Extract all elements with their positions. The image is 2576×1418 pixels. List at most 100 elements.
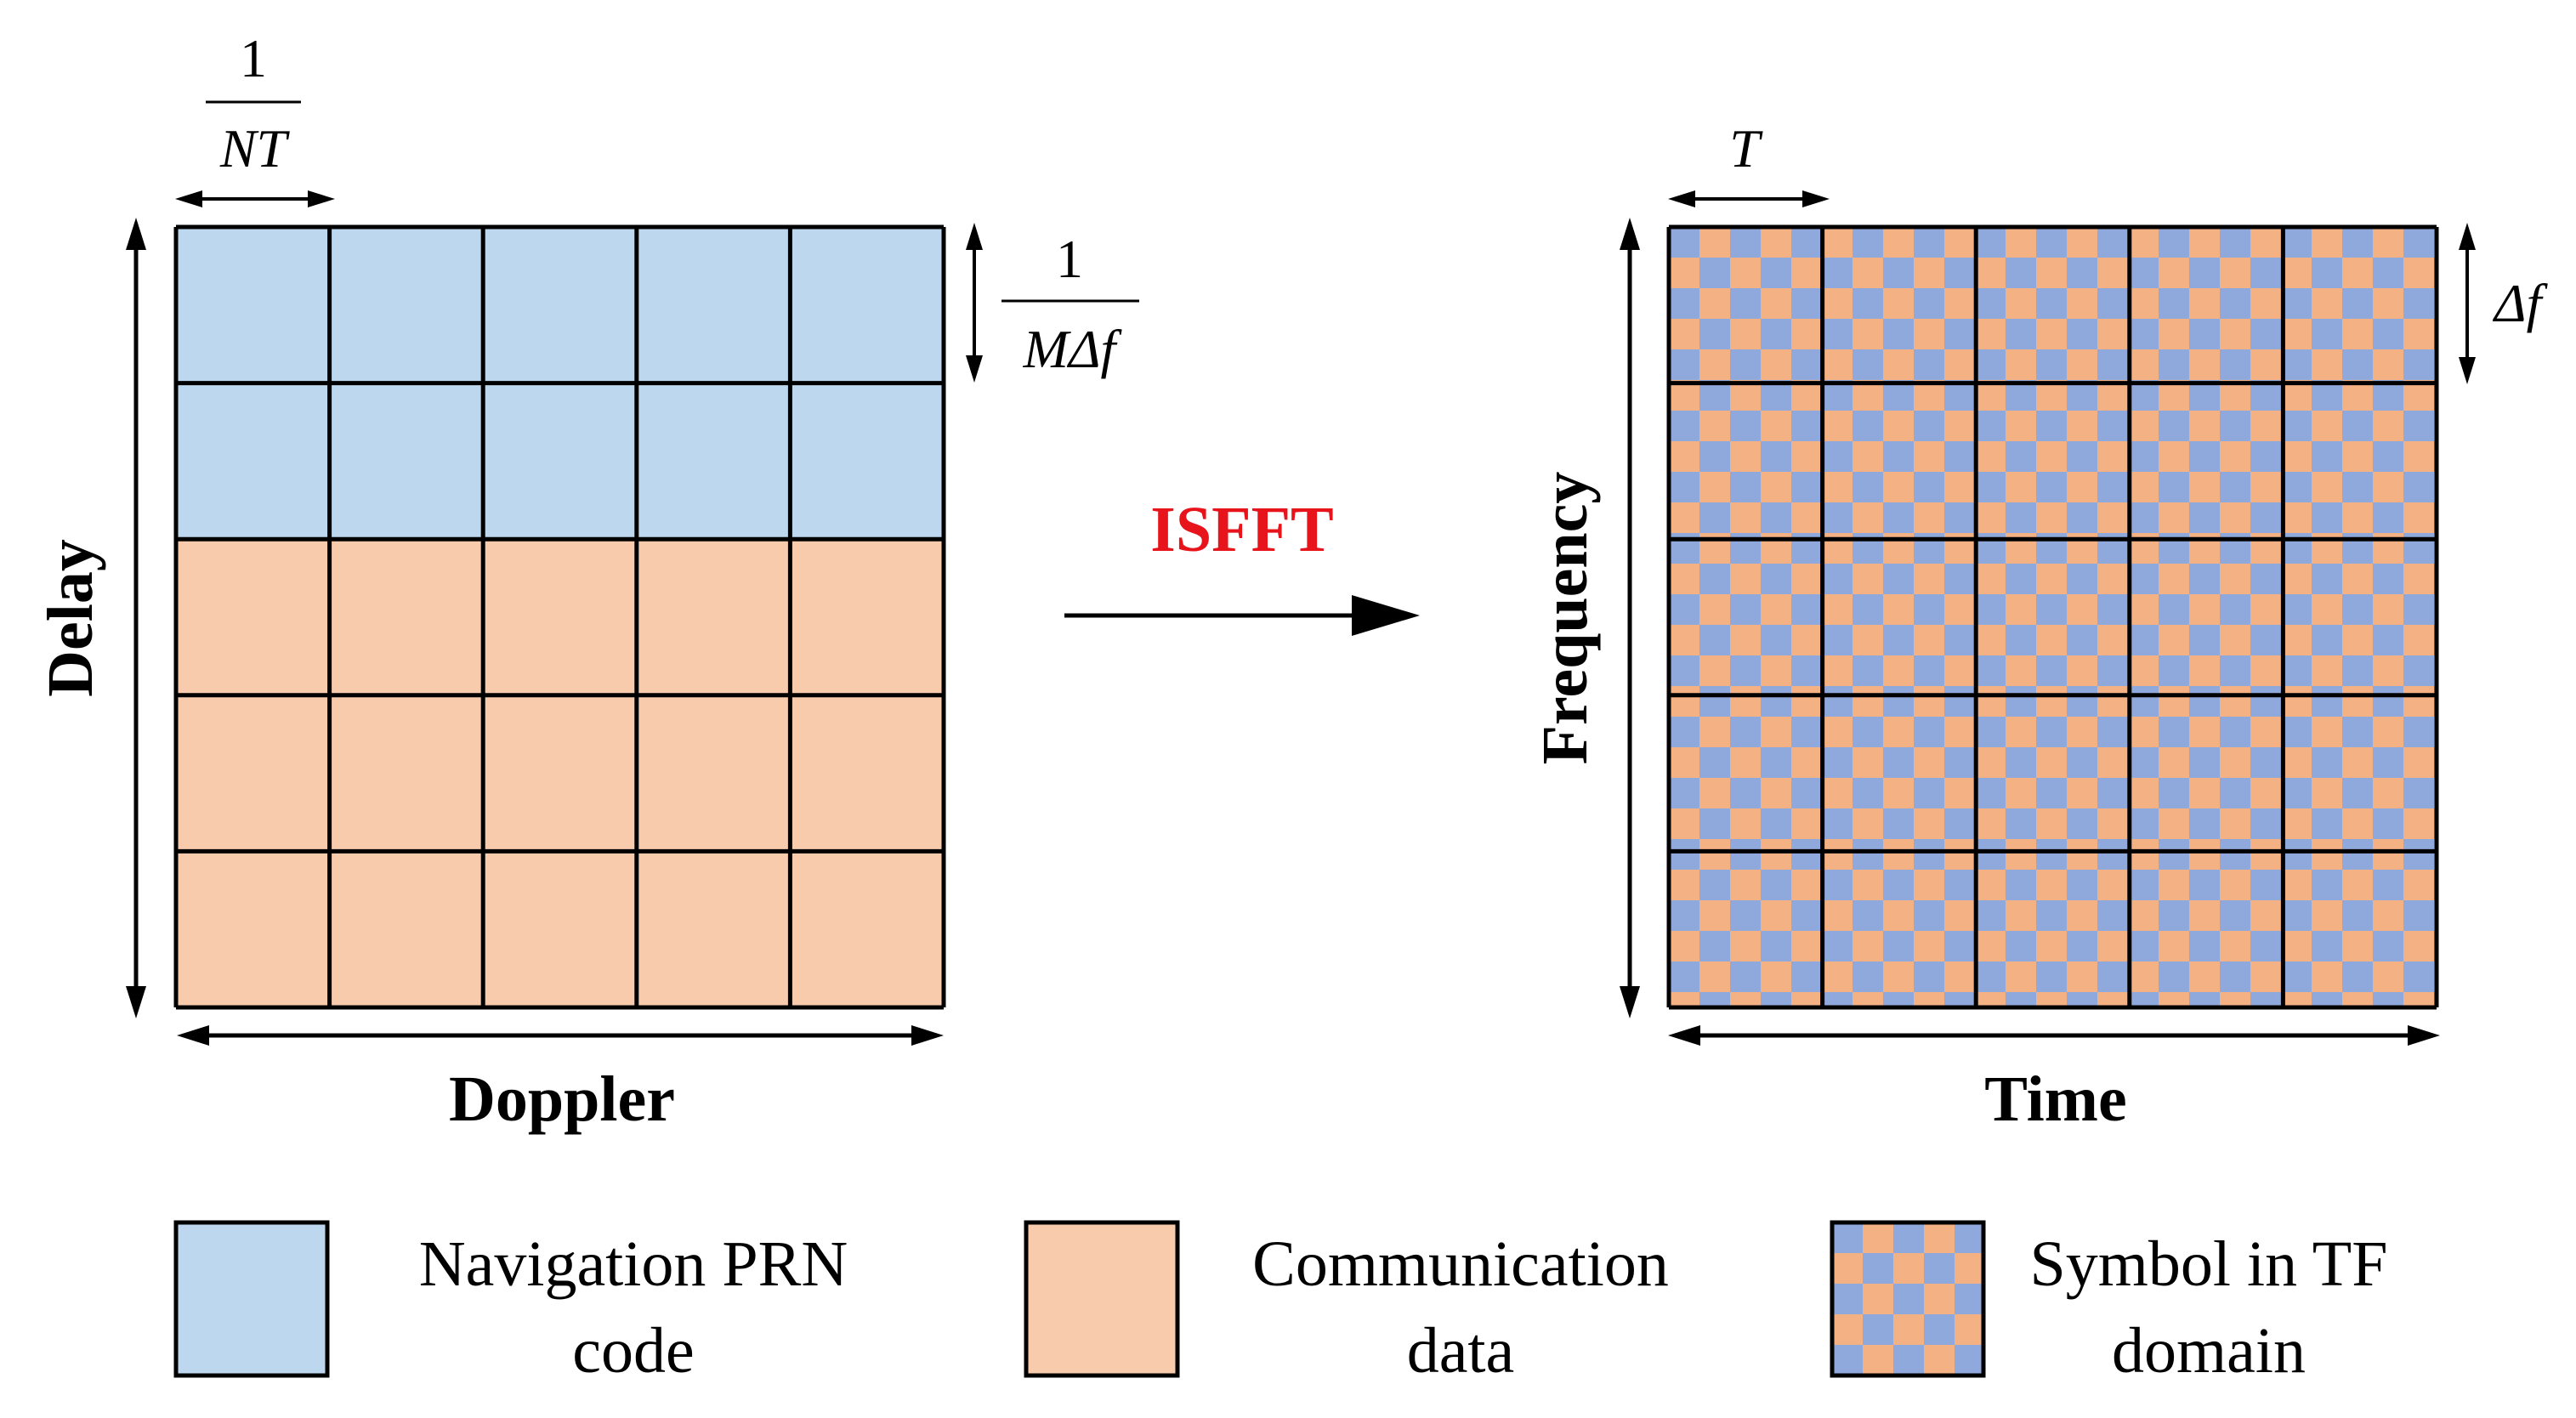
dd-cell-height-annotation: 1 MΔf [966,223,1139,383]
tf-cell-r3-c3 [1976,539,2130,695]
dd-cell-r5-c2 [329,851,484,1007]
frequency-arrow-head-bottom [1620,986,1640,1018]
mdf-arrow-head-bottom [966,355,983,383]
tf-cell-r2-c2 [1822,383,1977,540]
dd-cell-r1-c1 [176,227,330,383]
time-axis: Time [1668,1025,2440,1135]
delay-axis-label: Delay [35,539,106,697]
df-arrow-head-top [2459,223,2476,250]
tf-cell-r1-c5 [2283,227,2437,383]
dd-cell-width-annotation: 1 NT [175,28,335,207]
tf-grid-lines [1666,224,2439,1010]
dd-cell-r3-c5 [790,539,944,695]
doppler-arrow-head-left [177,1025,209,1046]
dd-cell-r4-c2 [329,695,484,852]
legend-swatch-navigation [173,1220,330,1378]
frequency-axis-label: Frequency [1529,472,1601,765]
mdf-numerator: 1 [1056,229,1083,289]
isfft-transform: ISFFT [1064,494,1420,636]
delay-axis: Delay [35,218,146,1018]
tf-cell-r3-c2 [1822,539,1977,695]
tf-cell-r3-c1 [1669,539,1823,695]
t-arrow-head-left [1668,190,1695,207]
nt-numerator: 1 [240,28,267,88]
df-label: Δf [2492,273,2549,333]
tf-cell-width-annotation: T [1668,118,1830,207]
tf-cell-r2-c3 [1976,383,2130,540]
doppler-axis-label: Doppler [449,1064,675,1135]
dd-cell-r4-c1 [176,695,330,852]
tf-cell-r4-c4 [2129,695,2284,852]
nt-arrow-head-left [175,190,202,207]
frequency-arrow-head-top [1620,218,1640,250]
legend-swatch-communication [1024,1220,1180,1378]
tf-cell-r5-c3 [1976,851,2130,1007]
dd-cell-r5-c1 [176,851,330,1007]
time-arrow-head-left [1668,1025,1700,1046]
tf-cell-r3-c4 [2129,539,2284,695]
dd-cell-r2-c2 [329,383,484,540]
dd-cells [176,227,944,1007]
tf-cell-r1-c4 [2129,227,2284,383]
legend-label-tf-symbol-line2: domain [2112,1315,2306,1387]
tf-cell-r5-c4 [2129,851,2284,1007]
legend-label-communication-line2: data [1407,1315,1515,1387]
tf-cell-r1-c2 [1822,227,1977,383]
delay-arrow-head-bottom [126,986,146,1018]
dd-cell-r3-c1 [176,539,330,695]
legend-label-navigation-line2: code [572,1315,694,1387]
tf-cells [1669,227,2437,1007]
tf-cell-r2-c1 [1669,383,1823,540]
dd-cell-r1-c4 [636,227,791,383]
dd-cell-r3-c3 [483,539,637,695]
legend-label-tf-symbol-line1: Symbol in TF [2030,1228,2388,1300]
t-label: T [1729,118,1763,179]
legend-item-navigation: Navigation PRN code [173,1220,848,1387]
nt-denominator: NT [219,118,291,179]
time-axis-label: Time [1984,1064,2126,1135]
frequency-axis: Frequency [1529,218,1640,1018]
tf-cell-r5-c5 [2283,851,2437,1007]
dd-cell-r3-c4 [636,539,791,695]
dd-cell-r5-c3 [483,851,637,1007]
dd-cell-r2-c1 [176,383,330,540]
isfft-label: ISFFT [1150,494,1333,565]
time-arrow-head-right [2408,1025,2440,1046]
legend-swatch-tf-symbol [1830,1220,1986,1378]
t-arrow-head-right [1802,190,1830,207]
legend-item-tf-symbol: Symbol in TF domain [1830,1220,2388,1387]
tf-cell-r2-c4 [2129,383,2284,540]
delay-arrow-head-top [126,218,146,250]
dd-cell-r5-c4 [636,851,791,1007]
nt-arrow-head-right [308,190,335,207]
df-arrow-head-bottom [2459,357,2476,384]
tf-cell-r4-c2 [1822,695,1977,852]
tf-cell-r4-c3 [1976,695,2130,852]
tf-cell-r3-c5 [2283,539,2437,695]
tf-cell-height-annotation: Δf [2459,223,2549,384]
tf-cell-r2-c5 [2283,383,2437,540]
dd-cell-r1-c5 [790,227,944,383]
dd-cell-r1-c2 [329,227,484,383]
tf-cell-r4-c5 [2283,695,2437,852]
dd-cell-r4-c5 [790,695,944,852]
dd-cell-r4-c3 [483,695,637,852]
mdf-arrow-head-top [966,223,983,250]
tf-cell-r1-c3 [1976,227,2130,383]
mdf-denominator: MΔf [1023,319,1123,379]
dd-cell-r2-c4 [636,383,791,540]
tf-cell-r5-c1 [1669,851,1823,1007]
dd-cell-r2-c3 [483,383,637,540]
legend: Navigation PRN code Communication data S… [173,1220,2388,1387]
legend-label-navigation-line1: Navigation PRN [419,1228,848,1300]
tf-cell-r5-c2 [1822,851,1977,1007]
dd-cell-r4-c4 [636,695,791,852]
delay-doppler-grid [173,224,946,1010]
isfft-arrow-head [1352,595,1420,636]
dd-grid-lines [173,224,946,1010]
doppler-arrow-head-right [911,1025,944,1046]
dd-cell-r1-c3 [483,227,637,383]
tf-cell-r4-c1 [1669,695,1823,852]
